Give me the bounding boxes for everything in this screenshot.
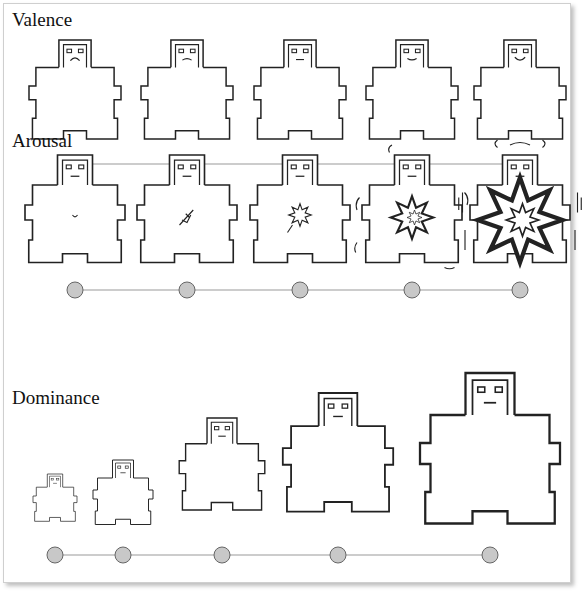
scale-heading: Valence — [12, 10, 72, 29]
scale-heading: Arousal — [12, 131, 72, 150]
scale-heading: Dominance — [12, 388, 100, 407]
